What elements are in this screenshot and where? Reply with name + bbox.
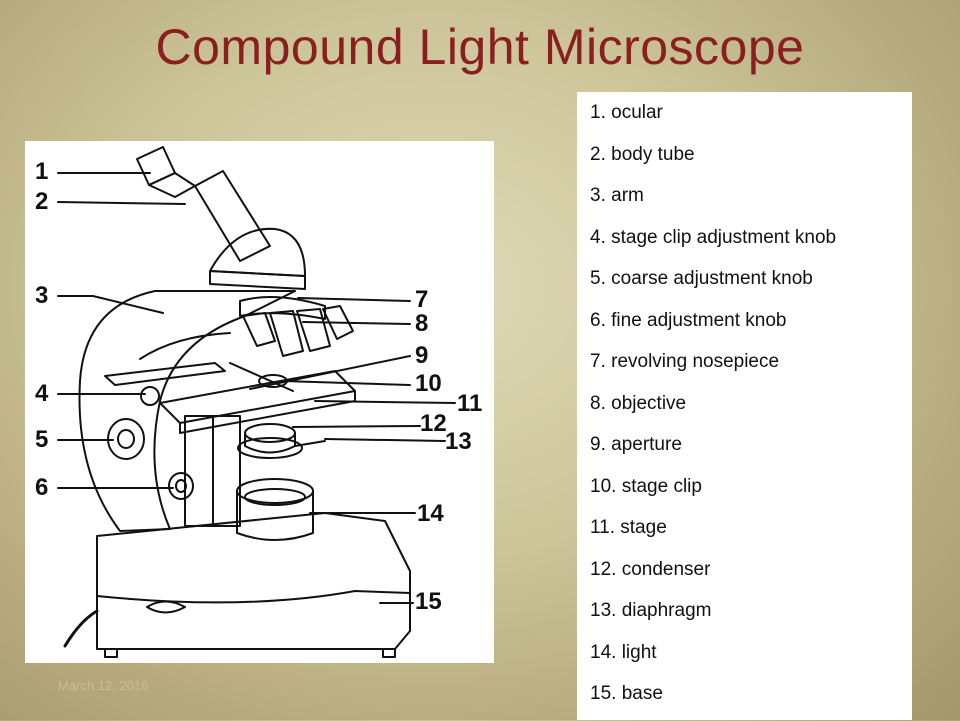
objective-2 (269, 310, 304, 357)
callout-number-1: 1 (35, 158, 48, 185)
base-shape (96, 512, 411, 650)
body-tube (194, 170, 271, 262)
callout-number-7: 7 (415, 286, 428, 313)
stage-clip-knob (140, 386, 160, 406)
light-inner (244, 488, 306, 506)
ocular (136, 146, 176, 186)
leader-3 (57, 295, 164, 314)
ocular-base (148, 172, 196, 198)
head-dome (209, 227, 306, 277)
base-line (96, 590, 411, 604)
legend-item-6: 6. fine adjustment knob (590, 309, 787, 331)
leader-13 (324, 438, 446, 442)
diaphragm-lever (294, 440, 326, 447)
head-collar (209, 270, 306, 290)
base-foot-left (104, 648, 118, 658)
leader-12 (292, 425, 421, 428)
light-top (236, 478, 314, 504)
arm-shape (78, 290, 296, 532)
slide-title: Compound Light Microscope (155, 19, 805, 75)
legend-item-12: 12. condenser (590, 558, 711, 580)
callout-number-3: 3 (35, 282, 48, 309)
legend-item-5: 5. coarse adjustment knob (590, 268, 813, 289)
legend-item-3: 3. arm (590, 185, 644, 206)
callout-number-2: 2 (35, 188, 48, 215)
leader-9 (249, 355, 411, 390)
parts-legend: 1. ocular 2. body tube 3. arm 4. stage clip… (577, 92, 912, 720)
callout-number-6: 6 (35, 474, 48, 501)
fine-knob (168, 472, 194, 500)
stage-clip-bar (104, 362, 226, 386)
legend-list: 1. ocular 2. body tube 3. arm 4. stage clip… (577, 92, 912, 721)
objective-1 (242, 312, 276, 347)
legend-item-9: 9. aperture (590, 434, 682, 455)
coarse-knob-center (117, 429, 135, 449)
slide-date: March 12, 2016 (58, 678, 149, 693)
callout-number-10: 10 (415, 370, 442, 397)
coarse-knob (107, 418, 145, 460)
callout-number-14: 14 (417, 500, 444, 527)
stage-edge (179, 390, 356, 434)
power-cord (63, 609, 99, 648)
legend-item-15: 15. base (590, 683, 663, 704)
callout-number-12: 12 (420, 410, 447, 437)
legend-item-11: 11. stage (590, 517, 667, 538)
leader-2 (57, 201, 186, 205)
callout-number-15: 15 (415, 588, 442, 615)
legend-item-7: 7. revolving nosepiece (590, 351, 780, 372)
light-body (236, 490, 314, 541)
callout-number-13: 13 (445, 428, 472, 455)
legend-item-2: 2. body tube (590, 143, 695, 165)
objective-3 (296, 308, 331, 352)
callout-number-8: 8 (415, 310, 428, 337)
leader-8 (302, 321, 411, 325)
callout-number-5: 5 (35, 426, 48, 453)
base-foot-right (382, 648, 396, 658)
legend-item-4: 4. stage clip adjustment knob (590, 226, 837, 248)
arm-curve (139, 332, 231, 360)
leader-7 (297, 297, 411, 302)
legend-item-13: 13. diaphragm (590, 600, 712, 621)
callout-number-9: 9 (415, 342, 428, 369)
legend-item-8: 8. objective (590, 392, 687, 414)
leader-11 (314, 400, 456, 404)
fine-knob-center (175, 479, 187, 493)
objective-4 (322, 305, 354, 340)
legend-item-14: 14. light (590, 641, 657, 663)
callout-number-4: 4 (35, 380, 49, 407)
leader-10 (282, 380, 411, 386)
diaphragm-ring (237, 437, 303, 459)
callout-number-11: 11 (457, 390, 482, 417)
base-handle (146, 600, 186, 614)
nosepiece (239, 296, 326, 320)
legend-item-10: 10. stage clip (590, 475, 702, 497)
legend-item-1: 1. ocular (590, 102, 663, 123)
